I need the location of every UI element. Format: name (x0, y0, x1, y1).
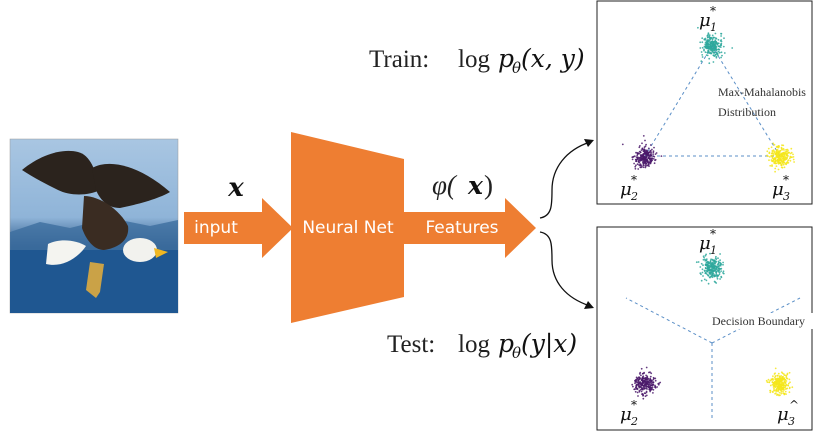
svg-text:2: 2 (630, 190, 638, 203)
svg-text:3: 3 (783, 190, 790, 203)
train-theta: θ (512, 59, 521, 77)
neural-net-label: Neural Net (302, 218, 394, 238)
svg-text:*: * (710, 227, 716, 241)
svg-text:μ: μ (620, 404, 632, 425)
train-formula: Train: log p θ (x, y) (369, 44, 585, 77)
phi-expression: φ( x ) (432, 170, 493, 200)
test-cluster-3 (765, 367, 794, 397)
test-formula: Test: log p θ (y|x) (387, 329, 577, 362)
branch-brace (539, 141, 591, 307)
svg-text:2: 2 (630, 415, 638, 428)
svg-text:*: * (710, 4, 716, 18)
train-annotation-line1: Max-Mahalanobis (718, 85, 806, 99)
svg-text:*: * (631, 398, 637, 412)
train-cluster-1 (697, 26, 734, 65)
x-symbol: x (227, 173, 244, 203)
svg-text:^: ^ (789, 398, 799, 412)
train-annotation-line2: Distribution (718, 105, 776, 119)
test-cluster-2 (631, 366, 662, 400)
features-arrow: Features (403, 198, 536, 258)
train-triangle (644, 45, 781, 157)
arrowhead-up (584, 139, 594, 147)
svg-text:μ: μ (772, 179, 784, 200)
train-cluster-3 (766, 142, 795, 173)
svg-text:1: 1 (710, 244, 717, 257)
svg-text:3: 3 (788, 415, 795, 428)
svg-text:μ: μ (699, 233, 711, 254)
train-mu2-label: μ 2 * (620, 173, 638, 203)
svg-text:*: * (631, 173, 637, 187)
train-log: log (458, 46, 490, 73)
train-prefix: Train: (369, 46, 429, 73)
phi-close: ) (484, 170, 493, 200)
eagle-image (9, 138, 179, 314)
features-label: Features (425, 218, 498, 238)
train-cluster-2 (621, 135, 663, 170)
train-plot: Max-Mahalanobis Distribution μ 1 * μ 2 *… (596, 0, 813, 205)
svg-text:μ: μ (699, 10, 711, 31)
phi-func: φ( (432, 170, 458, 200)
svg-text:μ: μ (620, 179, 632, 200)
train-mu3-label: μ 3 * (772, 173, 790, 203)
train-p: p (498, 44, 514, 73)
arrowhead-down (584, 301, 594, 309)
input-arrow: input (184, 198, 293, 258)
svg-text:1: 1 (710, 21, 717, 34)
train-clusters (621, 26, 795, 173)
test-mu3-label: μ 3 ^ (777, 398, 799, 428)
test-annotation: Decision Boundary (712, 314, 805, 328)
test-log: log (458, 331, 490, 358)
test-p: p (498, 329, 514, 358)
test-cluster-1 (695, 252, 725, 285)
test-plot: Decision Boundary μ 1 * μ 2 * μ 3 ^ (596, 226, 813, 431)
svg-text:μ: μ (777, 404, 789, 425)
test-clusters (631, 252, 794, 400)
test-args: (y|x) (521, 329, 577, 359)
phi-arg: x (467, 171, 484, 200)
neural-net-block: Neural Net (291, 132, 404, 323)
train-mu1-label: μ 1 * (699, 4, 717, 34)
test-prefix: Test: (387, 331, 435, 358)
input-label: input (194, 218, 238, 238)
svg-text:*: * (783, 173, 789, 187)
test-mu2-label: μ 2 * (620, 398, 638, 428)
test-theta: θ (512, 344, 521, 362)
train-args: (x, y) (521, 44, 585, 73)
test-mu1-label: μ 1 * (699, 227, 717, 257)
